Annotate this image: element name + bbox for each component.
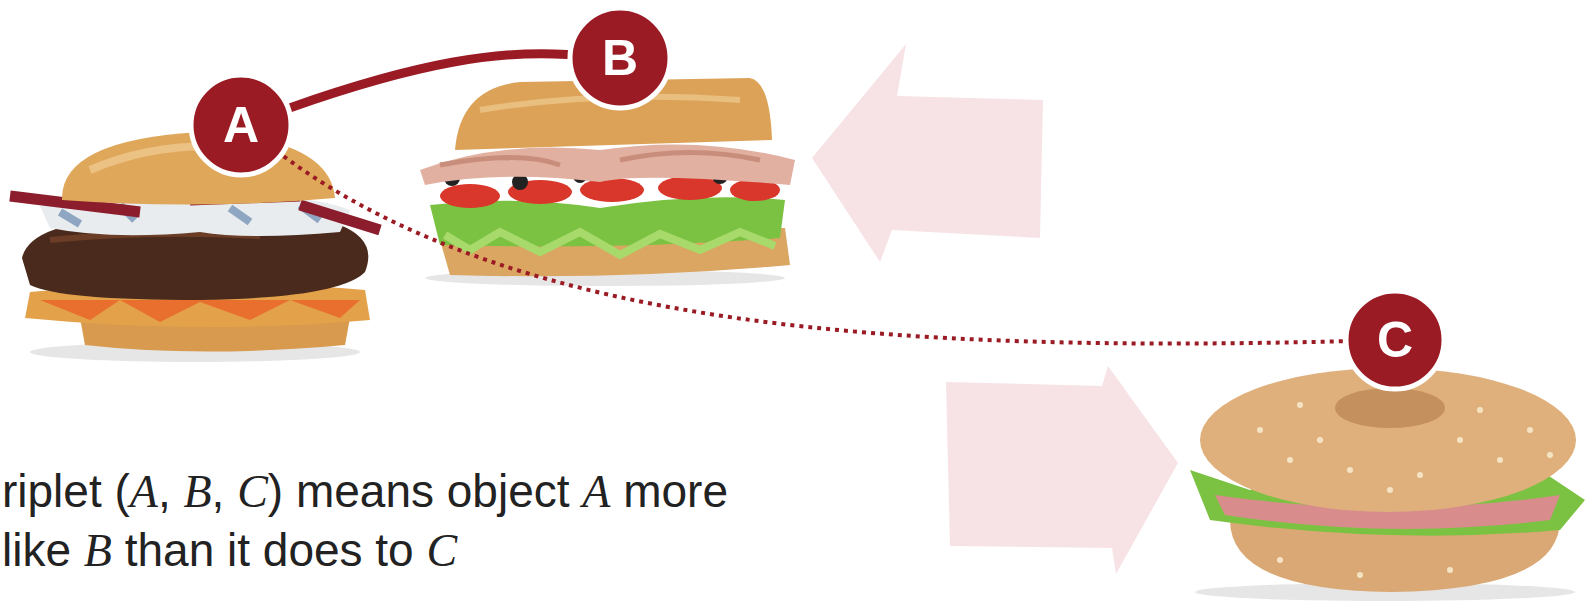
pale-arrow-left	[812, 44, 1043, 262]
letter-circle: B	[567, 5, 673, 111]
dashed-link	[284, 156, 1343, 343]
circle-letter: C	[1377, 315, 1413, 365]
variable-letter: C	[237, 466, 268, 517]
variable-letter: A	[130, 466, 158, 517]
solid-link	[291, 54, 567, 108]
burger-picture	[10, 132, 380, 362]
bagel-picture	[1190, 368, 1585, 601]
variable-letter: B	[84, 525, 112, 576]
circle-letter: A	[223, 100, 259, 150]
pale-arrow-right	[946, 366, 1178, 574]
letter-circle: A	[188, 72, 294, 178]
variable-letter: C	[426, 525, 457, 576]
letter-circle: C	[1343, 288, 1447, 392]
variable-letter: A	[582, 466, 610, 517]
circle-letter: B	[602, 33, 638, 83]
variable-letter: B	[183, 466, 211, 517]
caption-text: riplet (A, B, C) means object A more lik…	[2, 462, 802, 580]
